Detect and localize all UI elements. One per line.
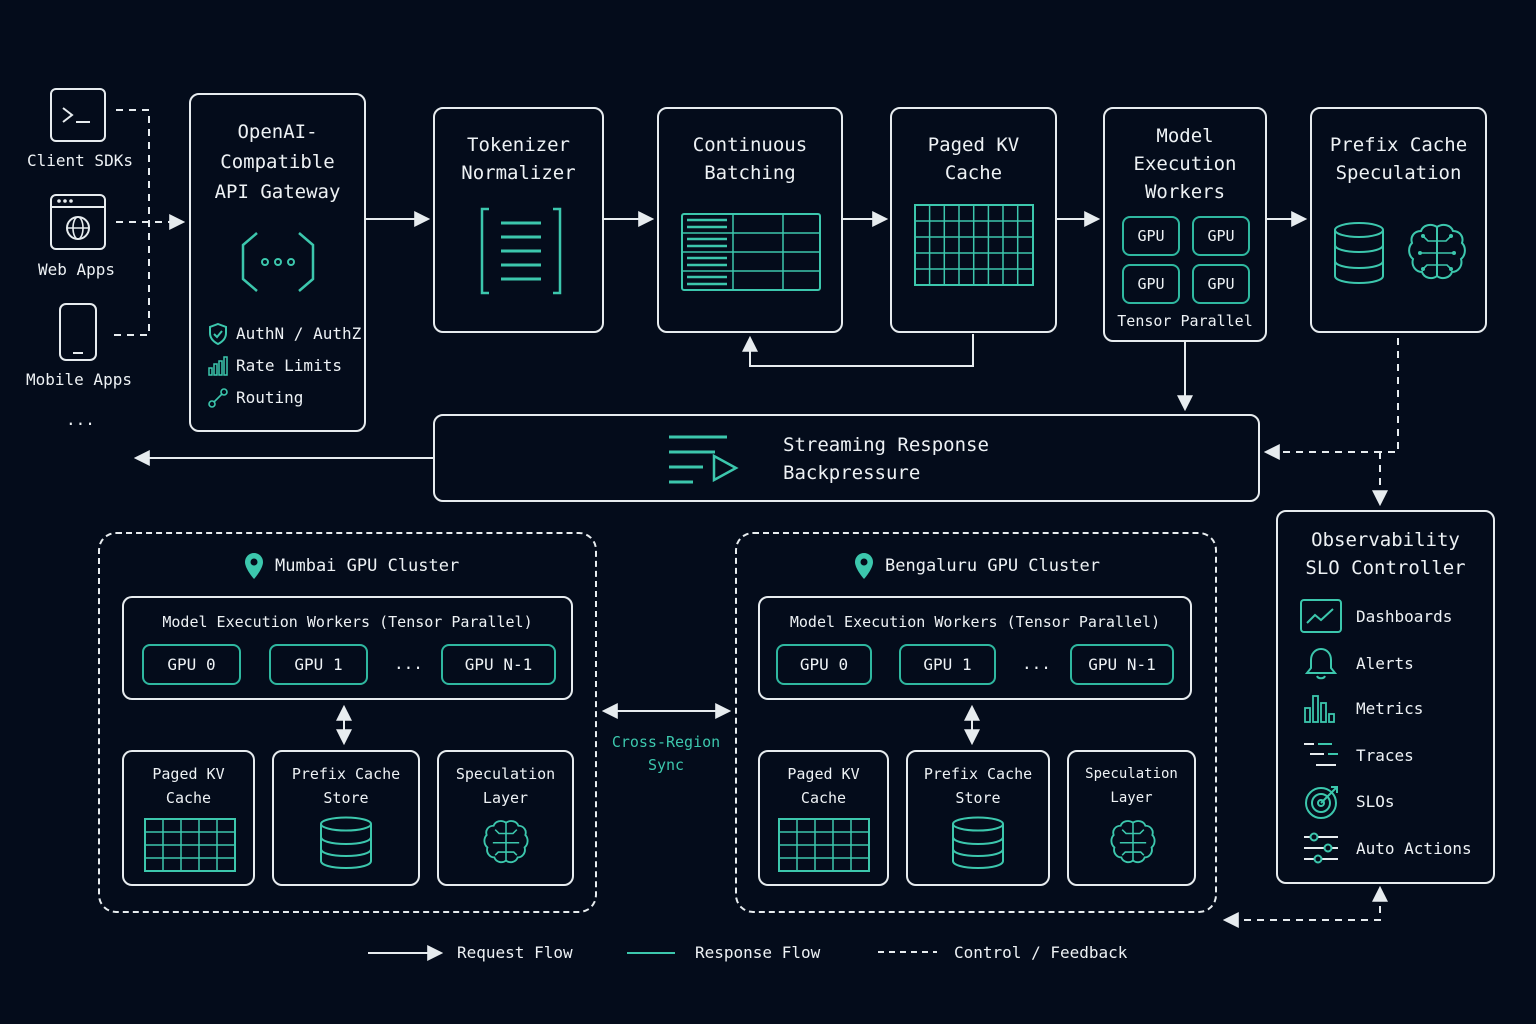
continuous-batching[interactable]: Continuous Batching: [657, 107, 843, 333]
obs-item-alerts[interactable]: Alerts: [1356, 654, 1414, 673]
bar-chart-icon: [208, 356, 228, 376]
obs-item-dashboards[interactable]: Dashboards: [1356, 607, 1453, 626]
brain-icon: [1408, 223, 1466, 280]
kv-grid-icon: [144, 818, 236, 872]
legend-response-label: Response Flow: [695, 943, 821, 962]
mumbai-gpu-1[interactable]: GPU 1: [269, 644, 368, 685]
mumbai-gpu-n-minus-1[interactable]: GPU N-1: [441, 644, 556, 685]
obs-item-traces[interactable]: Traces: [1356, 746, 1414, 765]
bengaluru-cluster-title: Bengaluru GPU Cluster: [885, 556, 1100, 576]
gateway-title: OpenAI- Compatible API Gateway: [214, 121, 341, 203]
traces-icon: [1304, 743, 1338, 766]
bengaluru-gpu-1[interactable]: GPU 1: [899, 644, 996, 685]
tokenizer-normalizer[interactable]: Tokenizer Normalizer: [433, 107, 604, 333]
model-execution-workers[interactable]: Model Execution Workers GPU GPU GPU GPU …: [1103, 107, 1267, 342]
database-icon: [1334, 222, 1384, 285]
kv-cache-title: Paged KV Cache: [927, 134, 1020, 184]
obs-item-metrics[interactable]: Metrics: [1356, 699, 1424, 718]
bengaluru-gpu-n-minus-1[interactable]: GPU N-1: [1070, 644, 1174, 685]
client-sdks-label: Client SDKs: [27, 151, 133, 170]
mumbai-cluster-title: Mumbai GPU Cluster: [275, 556, 460, 576]
kv-feedback-arrow: [742, 334, 974, 367]
browser-globe-icon: [50, 194, 106, 250]
gateway-feature-routing: Routing: [236, 388, 304, 407]
bengaluru-workers-title: Model Execution Workers (Tensor Parallel…: [789, 613, 1161, 631]
target-icon: [1305, 786, 1338, 819]
bengaluru-gpu-ellipsis: ...: [1022, 654, 1051, 673]
observability-slo-controller[interactable]: Observability SLO Controller Dashboards …: [1276, 510, 1495, 884]
mobile-phone-icon: [59, 303, 97, 361]
streaming-response-backpressure[interactable]: Streaming Response Backpressure: [433, 414, 1260, 502]
worker-gpu[interactable]: GPU: [1122, 264, 1180, 304]
obs-item-auto-actions[interactable]: Auto Actions: [1356, 839, 1472, 858]
dashboard-chart-icon: [1300, 599, 1342, 633]
location-pin-icon: [855, 553, 873, 579]
prefix-cache-speculation[interactable]: Prefix Cache Speculation: [1310, 107, 1487, 333]
tensor-parallel-note: Tensor Parallel: [1117, 312, 1253, 330]
bell-icon: [1305, 647, 1337, 680]
document-lines-icon: [480, 207, 562, 295]
bengaluru-workers-panel[interactable]: Model Execution Workers (Tensor Parallel…: [758, 596, 1192, 700]
prefix-title: Prefix Cache Speculation: [1329, 134, 1468, 184]
legend-control-label: Control / Feedback: [954, 943, 1128, 962]
paged-kv-cache[interactable]: Paged KV Cache: [890, 107, 1057, 333]
stream-play-icon: [669, 435, 739, 484]
prefix-control-connector: [1381, 338, 1399, 453]
observability-feedback-connector: [1222, 893, 1381, 928]
gateway-feature-auth: AuthN / AuthZ: [236, 324, 362, 343]
gateway-feature-rate-limits: Rate Limits: [236, 356, 342, 375]
shield-check-icon: [209, 323, 227, 345]
mumbai-workers-panel[interactable]: Model Execution Workers (Tensor Parallel…: [122, 596, 573, 700]
web-apps-label: Web Apps: [38, 260, 116, 279]
worker-gpu[interactable]: GPU: [1192, 216, 1250, 256]
sliders-icon: [1304, 832, 1338, 864]
bengaluru-gpu-0[interactable]: GPU 0: [776, 644, 872, 685]
database-icon: [320, 816, 372, 870]
bengaluru-gpu-cluster[interactable]: Bengaluru GPU Cluster Model Execution Wo…: [735, 532, 1217, 913]
mumbai-gpu-0[interactable]: GPU 0: [142, 644, 241, 685]
observability-title: Observability SLO Controller: [1305, 529, 1466, 579]
api-gateway[interactable]: OpenAI- Compatible API Gateway AuthN / A…: [189, 93, 366, 432]
batch-table-icon: [681, 213, 821, 291]
legend-request-label: Request Flow: [457, 943, 573, 962]
api-braces-icon: [241, 232, 315, 292]
routing-icon: [208, 388, 228, 408]
mumbai-gpu-cluster[interactable]: Mumbai GPU Cluster Model Execution Worke…: [98, 532, 597, 913]
brain-icon: [483, 820, 529, 864]
database-icon: [952, 816, 1004, 870]
worker-gpu[interactable]: GPU: [1122, 216, 1180, 256]
tokenizer-title: Tokenizer Normalizer: [461, 134, 576, 184]
streaming-title: Streaming Response Backpressure: [783, 434, 989, 484]
kv-grid-icon: [778, 818, 870, 872]
mobile-apps-label: Mobile Apps: [26, 370, 132, 389]
worker-gpu[interactable]: GPU: [1192, 264, 1250, 304]
mumbai-workers-title: Model Execution Workers (Tensor Parallel…: [162, 613, 533, 631]
location-pin-icon: [245, 553, 263, 579]
obs-item-slos[interactable]: SLOs: [1356, 792, 1395, 811]
brain-icon: [1110, 820, 1156, 864]
terminal-icon: [50, 88, 106, 142]
batching-title: Continuous Batching: [692, 134, 808, 184]
more-clients-ellipsis: ...: [66, 410, 95, 429]
kv-grid-icon: [914, 204, 1034, 286]
mumbai-gpu-ellipsis: ...: [394, 654, 423, 673]
metrics-bars-icon: [1304, 695, 1335, 723]
workers-title: Model Execution Workers: [1133, 125, 1237, 203]
